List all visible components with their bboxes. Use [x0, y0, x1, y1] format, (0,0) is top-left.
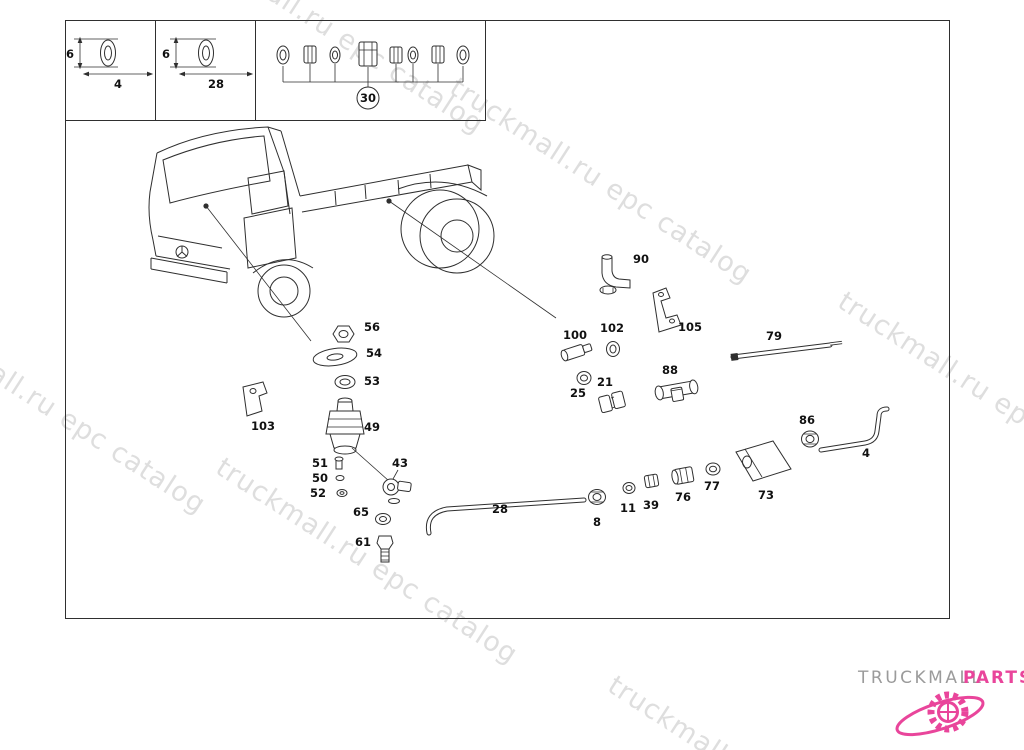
legend-box-2: 6 28	[155, 20, 256, 121]
part-76-drawing	[671, 466, 695, 485]
watermark-text: truckmall.ru epc catalog	[210, 452, 523, 670]
part-label-4: 4	[862, 446, 870, 460]
watermark-text: truckmall.ru epc catalog	[832, 286, 1024, 504]
brand-name: TRUCKMALL	[857, 668, 983, 688]
part-28-drawing	[425, 497, 587, 536]
brand-logo: TRUCKMALL PARTS	[857, 668, 1024, 737]
part-label-30: 30	[360, 91, 376, 105]
watermark-text: truckmall.ru epc catalog	[0, 302, 211, 520]
legend1-width-label: 4	[114, 77, 122, 91]
part-103-drawing	[242, 381, 268, 417]
leader-49-43	[351, 447, 390, 482]
legend1-height-label: 6	[66, 47, 74, 61]
part-label-53: 53	[364, 374, 380, 388]
legend2-height-label: 6	[162, 47, 170, 61]
part-77-drawing	[705, 462, 721, 476]
watermark-text: truckmall.ru epc catalog	[176, 0, 489, 140]
part-label-54: 54	[366, 346, 382, 360]
part-90-drawing	[599, 254, 631, 295]
part-label-77: 77	[704, 479, 720, 493]
part-43-drawing	[382, 478, 412, 504]
part-label-21: 21	[597, 375, 613, 389]
part-label-86: 86	[799, 413, 815, 427]
part-61-drawing	[376, 535, 394, 563]
group-callout-circle	[356, 86, 380, 110]
part-label-79: 79	[766, 329, 782, 343]
main-border	[65, 20, 950, 619]
part-65-drawing	[375, 513, 391, 525]
part-label-65: 65	[353, 505, 369, 519]
part-label-56: 56	[364, 320, 380, 334]
legend2-width-label: 28	[208, 77, 224, 91]
part-label-43: 43	[392, 456, 408, 470]
part-label-39: 39	[643, 498, 659, 512]
part-label-28: 28	[492, 502, 508, 516]
part-79-drawing	[730, 340, 843, 361]
part-100-drawing	[560, 343, 593, 362]
part-label-88: 88	[662, 363, 678, 377]
brand-gear-icon	[895, 691, 985, 737]
part-86-drawing	[801, 430, 819, 448]
leader-lines	[203, 198, 557, 342]
brand-accent: PARTS	[963, 668, 1024, 688]
part-label-105: 105	[678, 320, 702, 334]
part-51-drawing	[334, 456, 344, 470]
part-label-90: 90	[633, 252, 649, 266]
part-49-drawing	[325, 397, 365, 455]
part-11-drawing	[622, 482, 636, 494]
part-8-drawing	[588, 489, 606, 505]
truck-drawing	[148, 126, 495, 318]
part-label-103: 103	[251, 419, 275, 433]
part-label-102: 102	[600, 321, 624, 335]
legend-box-3: 30	[255, 20, 486, 121]
part-88-drawing	[654, 379, 699, 402]
part-label-50: 50	[312, 471, 328, 485]
part-105-drawing	[652, 287, 682, 333]
part-label-11: 11	[620, 501, 636, 515]
part-39-drawing	[643, 473, 660, 489]
part-53-drawing	[334, 375, 356, 389]
part-label-73: 73	[758, 488, 774, 502]
part-25-drawing	[576, 371, 592, 385]
part-label-100: 100	[563, 328, 587, 342]
part-56-drawing	[332, 325, 355, 343]
part-102-drawing	[606, 341, 620, 357]
part-4-drawing	[818, 406, 890, 453]
part-54-drawing	[312, 347, 358, 367]
watermark-text: truckmall.ru epc catalog	[444, 72, 757, 290]
fitting-icons	[276, 41, 470, 67]
part-label-8: 8	[593, 515, 601, 529]
part-label-49: 49	[364, 420, 380, 434]
part-label-61: 61	[355, 535, 371, 549]
part-73-drawing	[735, 440, 792, 482]
part-50-drawing	[335, 475, 345, 481]
legend-box-1: 6 4	[65, 20, 156, 121]
part-52-drawing	[336, 489, 348, 497]
leader-43	[392, 469, 399, 480]
part-label-52: 52	[310, 486, 326, 500]
part-label-51: 51	[312, 456, 328, 470]
part-label-25: 25	[570, 386, 586, 400]
part-label-76: 76	[675, 490, 691, 504]
part-21-drawing	[598, 390, 626, 414]
